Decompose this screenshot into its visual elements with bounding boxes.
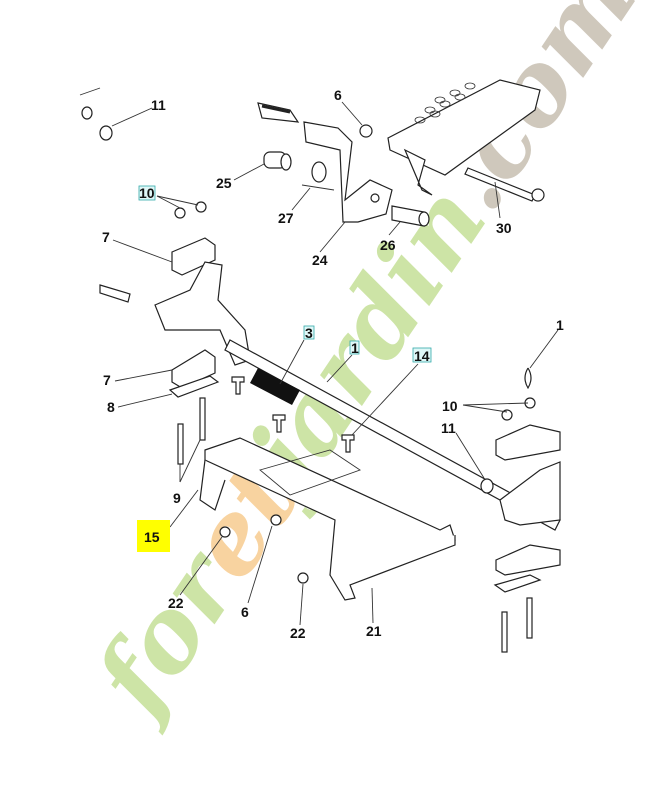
washer-11-top <box>79 87 113 141</box>
pedal-pad <box>257 102 300 123</box>
callout-6-lower[interactable]: 6 <box>241 604 249 620</box>
right-assembly <box>480 367 561 653</box>
callout-labels[interactable]: 11 6 10 25 27 24 26 30 7 3 1 14 1 7 8 10… <box>102 87 564 641</box>
callout-21[interactable]: 21 <box>366 623 382 639</box>
callout-14[interactable]: 14 <box>414 348 430 364</box>
clamp-block-7-top <box>171 237 216 276</box>
bolt-9a <box>177 423 184 465</box>
callout-26[interactable]: 26 <box>380 237 396 253</box>
callout-24[interactable]: 24 <box>312 252 328 268</box>
rivet <box>272 414 286 433</box>
clamp-block-7-bottom <box>171 349 216 389</box>
grip-3 <box>250 368 300 405</box>
callout-6[interactable]: 6 <box>334 87 342 103</box>
nut-10b <box>195 201 207 213</box>
callout-1[interactable]: 1 <box>351 340 359 356</box>
bolt-9b <box>199 397 206 441</box>
bushing-25 <box>263 151 292 171</box>
callout-15[interactable]: 15 <box>144 529 160 545</box>
callout-25[interactable]: 25 <box>216 175 232 191</box>
rivet <box>231 376 245 395</box>
plate-8 <box>168 375 220 398</box>
callout-22[interactable]: 22 <box>168 595 184 611</box>
bolt-22a <box>219 526 231 538</box>
callout-30[interactable]: 30 <box>496 220 512 236</box>
callout-7[interactable]: 7 <box>102 229 110 245</box>
callout-11[interactable]: 11 <box>151 97 166 113</box>
rivet-14 <box>341 434 355 453</box>
callout-10-right[interactable]: 10 <box>442 398 458 414</box>
pedal-arm-24 <box>303 121 393 223</box>
callout-8[interactable]: 8 <box>107 399 115 415</box>
leader-lines <box>111 101 559 626</box>
nut-6-top <box>359 124 373 138</box>
bolt-30 <box>464 167 545 202</box>
pivot-bolt <box>99 284 131 303</box>
callout-10[interactable]: 10 <box>139 185 155 201</box>
nut-10a <box>174 207 186 219</box>
callout-27[interactable]: 27 <box>278 210 294 226</box>
bolt-22b <box>297 572 309 584</box>
highlight-box-15 <box>137 520 170 552</box>
callout-11-right[interactable]: 11 <box>441 420 456 436</box>
callout-3[interactable]: 3 <box>305 325 313 341</box>
bushing-26 <box>391 205 430 227</box>
nut-6-bottom <box>270 514 282 526</box>
spring-27 <box>301 161 335 191</box>
callout-7-lower[interactable]: 7 <box>103 372 111 388</box>
frame-21 <box>199 437 456 601</box>
pedal-plate <box>387 79 541 196</box>
pivot-bracket <box>154 261 251 366</box>
callout-9[interactable]: 9 <box>173 490 181 506</box>
callout-1-right[interactable]: 1 <box>556 317 564 333</box>
callout-22-lower[interactable]: 22 <box>290 625 306 641</box>
shaft-1 <box>224 339 561 531</box>
